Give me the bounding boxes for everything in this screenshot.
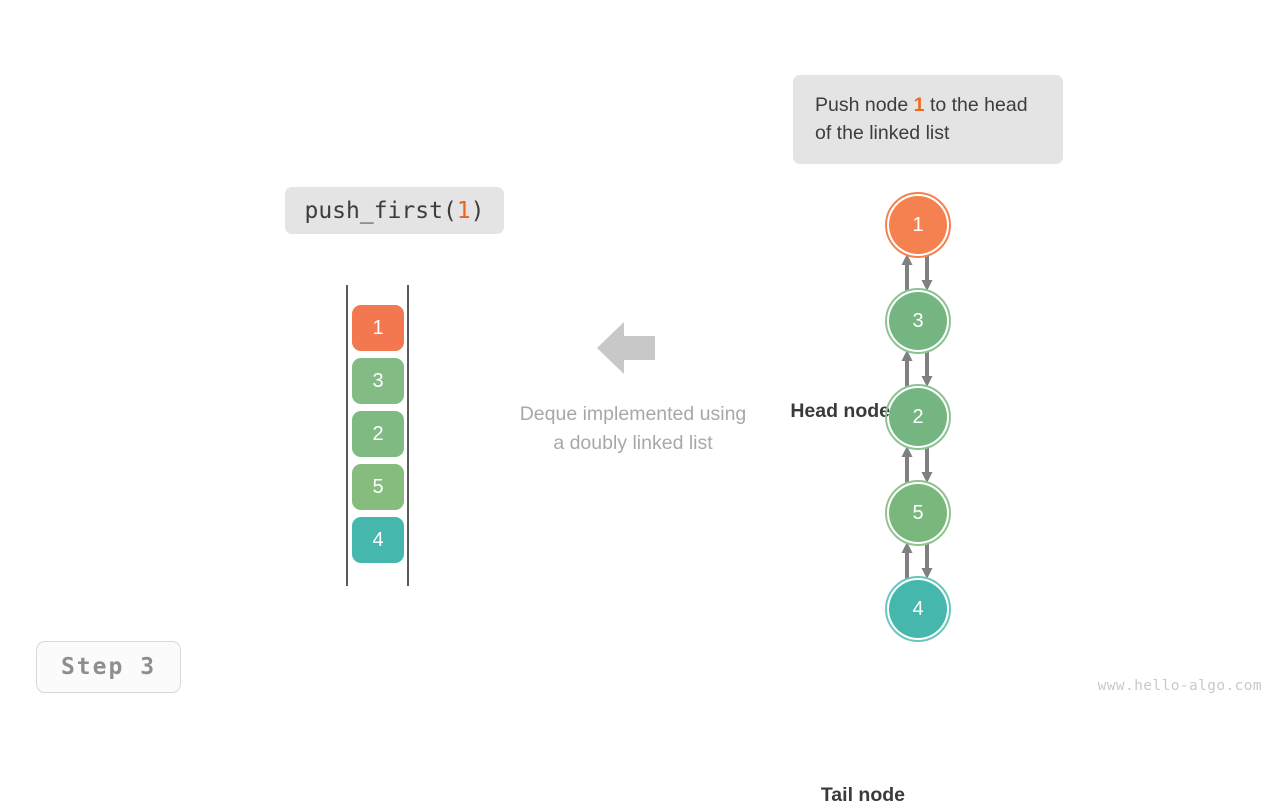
operation-name: push_first( <box>304 197 457 224</box>
deque-array: 1 3 2 5 4 <box>330 270 450 600</box>
linked-list: Head node Tail node <box>790 185 1000 806</box>
comment-suffix: to the head of the linked list <box>815 94 1028 144</box>
deque-cell: 4 <box>352 517 404 563</box>
list-node: 2 <box>889 388 947 446</box>
deque-cell: 2 <box>352 411 404 457</box>
list-node: 5 <box>889 484 947 542</box>
operation-close-paren: ) <box>470 197 485 224</box>
node-ring <box>885 576 951 642</box>
list-node: 4 <box>889 580 947 638</box>
tail-node-label: Tail node <box>820 784 905 806</box>
node-ring <box>885 480 951 546</box>
diagram-canvas: Push node 1 to the head of the linked li… <box>36 75 1262 806</box>
list-node: 1 <box>889 196 947 254</box>
deque-rail-left <box>346 285 348 586</box>
link-arrow-pair <box>901 542 933 579</box>
comment-callout: Push node 1 to the head of the linked li… <box>793 75 1063 164</box>
link-arrow-pair <box>901 446 933 483</box>
link-arrow-pair <box>901 254 933 291</box>
head-node-label: Head node <box>790 400 890 422</box>
list-node: 3 <box>889 292 947 350</box>
deque-rail-right <box>407 285 409 586</box>
node-ring <box>885 384 951 450</box>
deque-cell: 1 <box>352 305 404 351</box>
deque-cell: 5 <box>352 464 404 510</box>
comment-highlight: 1 <box>913 94 925 116</box>
caption-line-2: a doubly linked list <box>553 432 713 454</box>
step-indicator: Step 3 <box>36 641 181 693</box>
caption-line-1: Deque implemented using <box>519 403 747 425</box>
operation-argument: 1 <box>456 197 471 224</box>
diagram-caption: Deque implemented using a doubly linked … <box>433 400 833 458</box>
arrow-left-icon <box>597 322 655 374</box>
comment-prefix: Push node <box>815 94 914 116</box>
deque-cell: 3 <box>352 358 404 404</box>
link-arrow-pair <box>901 350 933 387</box>
watermark: www.hello-algo.com <box>1097 678 1262 694</box>
operation-label: push_first(1) <box>285 187 504 234</box>
node-ring <box>885 192 951 258</box>
node-ring <box>885 288 951 354</box>
